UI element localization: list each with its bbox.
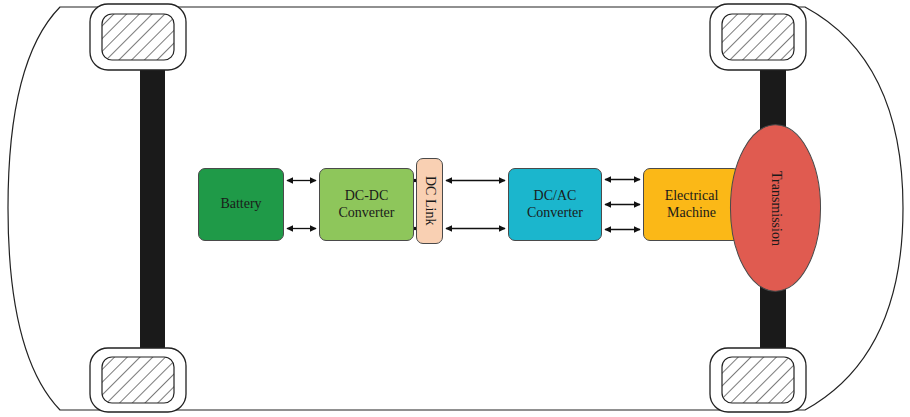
wheel — [90, 4, 186, 70]
power-arrow — [287, 180, 316, 181]
wheel — [710, 348, 806, 412]
node-label: Transmission — [767, 171, 783, 246]
rear-axle — [140, 62, 165, 358]
node-label: DC-DC Converter — [320, 188, 413, 220]
battery-box: Battery — [198, 168, 284, 241]
node-label: DC/AC Converter — [509, 188, 601, 220]
converter-box: DC/AC Converter — [508, 168, 602, 241]
node-label: Battery — [220, 196, 261, 212]
power-arrow — [605, 229, 640, 230]
power-arrow — [446, 180, 505, 181]
node-label: Electrical Machine — [644, 188, 739, 220]
power-arrow — [605, 204, 640, 205]
power-arrow — [446, 228, 505, 229]
power-arrow — [287, 228, 316, 229]
power-arrow — [605, 179, 640, 180]
converter-box: DC-DC Converter — [319, 168, 414, 241]
dc-link-box: DC Link — [416, 158, 443, 244]
node-label: DC Link — [421, 176, 437, 225]
wheel — [90, 348, 186, 412]
machine-box: Electrical Machine — [643, 168, 740, 241]
transmission-ellipse: Transmission — [730, 124, 821, 292]
wheel — [710, 4, 806, 70]
